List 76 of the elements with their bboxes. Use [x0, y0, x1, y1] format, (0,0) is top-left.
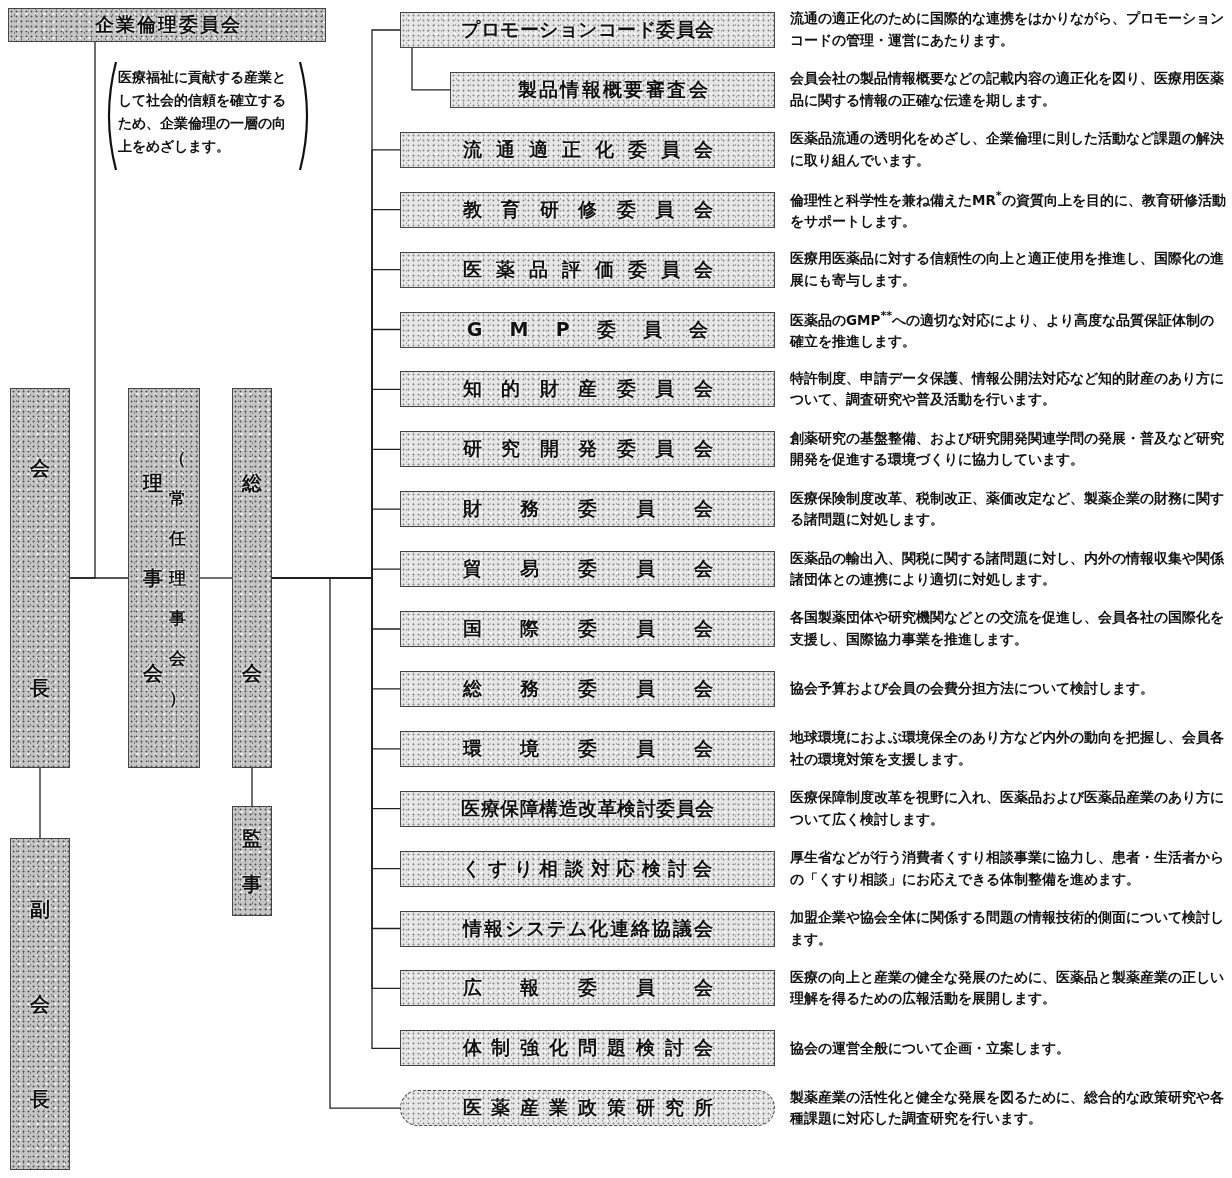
committee-box — [400, 1030, 775, 1067]
box-label: 監事 — [242, 825, 262, 898]
box-label: 体制強化問題検討会 — [461, 1035, 723, 1061]
committee-box — [400, 551, 775, 588]
description-text: 厚生省などが行う消費者くすり相談事業に協力し、患者・生活者からの「くすり相談」にお応えできる体制整備を進めます。 — [790, 848, 1225, 889]
description-text: 各国製薬団体や研究機関などとの交流を促進し、会員各社の国際化を支援し、国際協力事業を推進します。 — [790, 608, 1225, 649]
connector-line — [411, 47, 451, 91]
committee-box — [400, 790, 775, 827]
institute-box — [400, 1090, 775, 1127]
description-text: 医療用医薬品に対する信頼性の向上と適正使用を推進し、国際化の進展にも寄与します。 — [790, 249, 1225, 290]
box-label: 流通適正化委員会 — [461, 136, 727, 162]
box-label: 研究開発委員会 — [461, 436, 732, 462]
connector-line — [199, 577, 233, 579]
description-text: 医療保険制度改革、税制改正、薬価改定など、製薬企業の財務に関する諸問題に対処します。 — [790, 488, 1225, 530]
description-text: 医薬品流通の透明化をめざし、企業倫理に則した活動など課題の解決に取り組んでいます。 — [790, 129, 1225, 170]
officer-box — [10, 388, 70, 768]
box-label: 企業倫理委員会 — [93, 12, 242, 37]
committee-box — [400, 611, 775, 647]
description-text: 医療保障制度改革を視野に入れ、医薬品および医薬品産業のあり方について広く検討します。 — [790, 788, 1225, 829]
note-text: 医療福祉に貢献する産業として社会的信頼を確立するため、企業倫理の一層の向上をめざします。 — [118, 68, 287, 157]
committee-box — [400, 251, 775, 288]
box-label: 製品情報概要審査会 — [516, 76, 710, 102]
box-label: 教育研修委員会 — [461, 196, 732, 222]
box-label: 総会 — [242, 470, 262, 687]
officer-box — [232, 806, 272, 916]
box-label: 環境委員会 — [461, 735, 752, 761]
box-label: （常任理事会） — [168, 447, 186, 710]
box-label: 広報委員会 — [461, 975, 752, 1001]
connector-line — [69, 577, 129, 579]
description-text: 会員会社の製品情報概要などの記載内容の適正化を図り、医療用医薬品に関する情報の正確な伝達を期します。 — [790, 69, 1225, 110]
officer-box — [232, 388, 272, 768]
box-label: 国際委員会 — [461, 616, 752, 641]
committee-box — [400, 191, 775, 228]
description-text: 医薬品の輸出入、関税に関する諸問題に対し、内外の情報収集や関係諸団体との連携により適切に対処します。 — [790, 548, 1225, 590]
committee-box — [450, 71, 775, 108]
description-text: 流通の適正化のために国際的な連携をはかりながら、プロモーションコードの管理・運営にあたります。 — [790, 9, 1225, 50]
box-label: 理事会 — [142, 469, 163, 687]
description-text: 協会予算および会員の会費分担方法について検討します。 — [790, 679, 1154, 699]
committee-box — [400, 850, 775, 887]
box-label: 医薬産業政策研究所 — [461, 1095, 723, 1121]
box-label: 医薬品評価委員会 — [461, 256, 727, 282]
description-text: 医療の向上と産業の健全な発展のために、医薬品と製薬産業の正しい理解を得るための広報活動を展開します。 — [790, 967, 1225, 1009]
committee-box — [400, 311, 775, 348]
box-label: 貿易委員会 — [461, 556, 752, 582]
committee-box — [8, 8, 326, 42]
description-text: 創薬研究の基盤整備、および研究開発関連学問の発展・普及など研究開発を促進する環境づくりに協力しています。 — [790, 428, 1225, 470]
box-label: 副会長 — [30, 895, 50, 1113]
box-label: 会長 — [30, 455, 50, 702]
committee-box — [400, 131, 775, 168]
description-text: 倫理性と科学性を兼ね備えたMR$^{*}$の資質向上を目的に、教育研修活動をサポートします。 — [790, 187, 1226, 231]
description-text: 地球環境におよぶ環境保全のあり方など内外の動向を把握し、会員各社の環境対策を支援します。 — [790, 728, 1225, 769]
connector-line — [39, 767, 41, 839]
box-label: プロモーションコード委員会 — [460, 17, 715, 42]
committee-box — [400, 970, 775, 1007]
committee-box — [400, 371, 775, 408]
officer-box — [128, 388, 200, 768]
connector-line — [251, 767, 253, 807]
box-label: 総務委員会 — [461, 675, 752, 701]
committee-box — [400, 12, 775, 48]
description-text: 協会の運営全般について企画・立案します。 — [790, 1038, 1070, 1058]
committee-box — [400, 910, 775, 947]
box-label: くすり相談対応検討会 — [461, 855, 720, 881]
box-label: GMP委員会 — [465, 316, 736, 342]
committee-box — [400, 491, 775, 528]
committee-box — [400, 730, 775, 767]
officer-box — [10, 838, 70, 1170]
committee-box — [400, 431, 775, 468]
box-label: 医療保障構造改革検討委員会 — [460, 795, 715, 821]
box-label: 財務委員会 — [461, 496, 752, 522]
box-label: 情報システム化連絡協議会 — [461, 915, 715, 941]
description-text: 医薬品のGMP$^{**}$への適切な対応により、より高度な品質保証体制の確立を推進します。 — [790, 307, 1216, 351]
description-text: 製薬産業の活性化と健全な発展を図るために、総合的な政策研究や各種課題に対応した調査研究を行います。 — [790, 1087, 1225, 1129]
description-text: 加盟企業や協会全体に関係する問題の情報技術的側面について検討します。 — [790, 907, 1225, 949]
box-label: 知的財産委員会 — [461, 376, 732, 402]
description-text: 特許制度、申請データ保護、情報公開法対応など知的財産のあり方について、調査研究や普及活動を行います。 — [790, 368, 1225, 410]
committee-box — [400, 670, 775, 707]
